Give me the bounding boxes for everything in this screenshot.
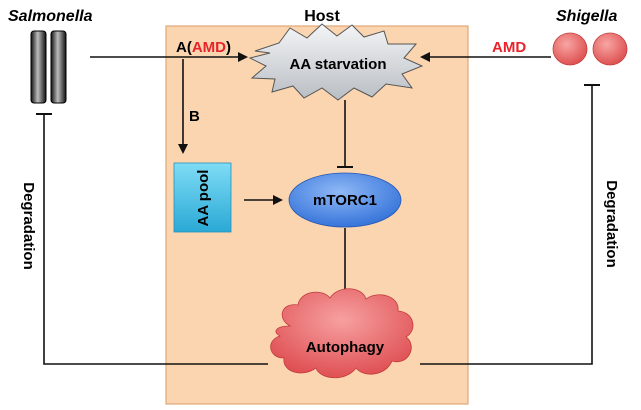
aa-starvation-label: AA starvation (290, 56, 387, 73)
pathway-b-label: B (189, 108, 200, 125)
degradation-left-path (36, 113, 268, 365)
starvation-inhibits-mtorc1 (337, 100, 353, 168)
degradation-right-label: Degradation (603, 180, 620, 268)
shigella-amd-label: AMD (492, 39, 526, 56)
pathway-a-label: A(AMD) (176, 39, 231, 56)
aa-pool-label: AA pool (195, 170, 212, 227)
salmonella-rods-icon (30, 30, 67, 104)
shigella-cells-icon (552, 32, 628, 66)
aa-starvation-starburst (248, 23, 424, 101)
autophagy-label: Autophagy (306, 339, 385, 356)
host-title: Host (304, 8, 340, 25)
autophagy-cloud (270, 288, 414, 379)
degradation-left-label: Degradation (20, 182, 37, 270)
mtorc1-node (288, 172, 402, 228)
shigella-title: Shigella (556, 8, 617, 25)
mtorc1-label: mTORC1 (313, 192, 377, 209)
degradation-right-path (420, 84, 600, 365)
aa-pool-box (173, 162, 232, 233)
salmonella-title: Salmonella (8, 8, 93, 25)
